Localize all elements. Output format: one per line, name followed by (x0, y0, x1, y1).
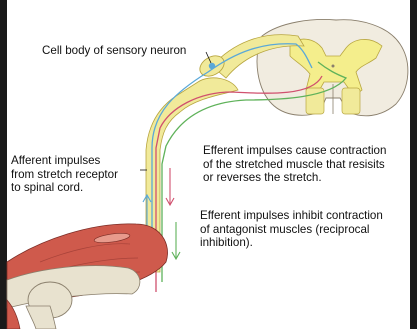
efferent-inhibition-label: Efferent impulses inhibit contraction of… (200, 209, 412, 250)
central-canal (332, 65, 335, 68)
ventral-root-right (342, 88, 360, 114)
efferent-arrow-inhibit (172, 222, 180, 259)
left-frame (0, 0, 7, 329)
cell-body-label: Cell body of sensory neuron (42, 44, 222, 58)
tibia (26, 306, 56, 329)
leg-illustration (7, 224, 168, 329)
efferent-arrow-contract (166, 168, 174, 205)
afferent-impulses-label: Afferent impulses from stretch receptor … (11, 154, 151, 195)
efferent-contraction-label: Efferent impulses cause contraction of t… (203, 144, 415, 185)
spinal-cord-cross-section (257, 20, 408, 116)
sensory-cell-body (209, 63, 215, 69)
